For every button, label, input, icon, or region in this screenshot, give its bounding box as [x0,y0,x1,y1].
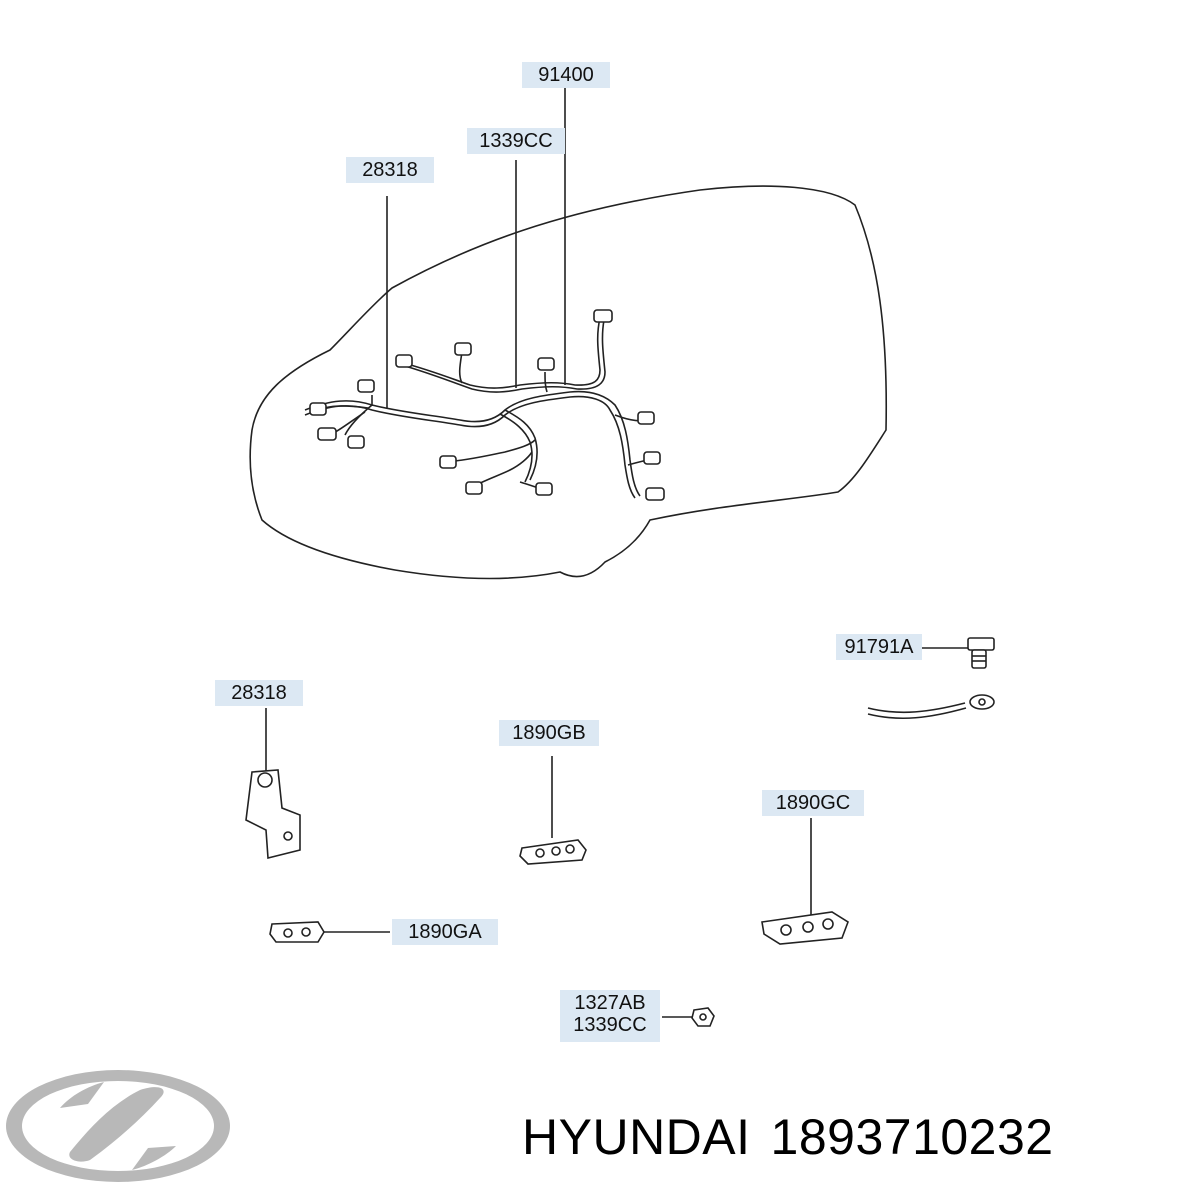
callout-1890gb: 1890GB [499,720,599,746]
wiring-harness [304,317,656,499]
brand-name: HYUNDAI [522,1109,751,1165]
callout-91400: 91400 [522,62,610,88]
callout-28318-top: 28318 [346,157,434,183]
callout-1339cc: 1339CC [467,128,565,154]
harness-connectors [309,309,665,501]
clip-gb [519,839,587,865]
callout-28318-lower: 28318 [215,680,303,706]
brand-caption: HYUNDAI 1893710232 [522,1108,1054,1166]
callout-1339cc-nut: 1339CC [573,1014,647,1036]
callout-1327ab: 1327AB [574,992,646,1014]
clip-gc [761,911,849,945]
ground-cable [867,694,995,720]
vehicle-outline [249,185,888,580]
callout-1327ab-1339cc: 1327AB 1339CC [560,990,660,1042]
callout-91791a: 91791A [836,634,922,660]
ground-bolt [967,637,995,669]
bracket-part [245,769,301,860]
nut [691,1007,715,1027]
leader-lines [265,88,968,1018]
hyundai-logo-icon [6,1070,230,1182]
part-number: 1893710232 [770,1109,1054,1165]
callout-1890gc: 1890GC [762,790,864,816]
clip-ga [269,921,325,943]
callout-1890ga: 1890GA [392,919,498,945]
